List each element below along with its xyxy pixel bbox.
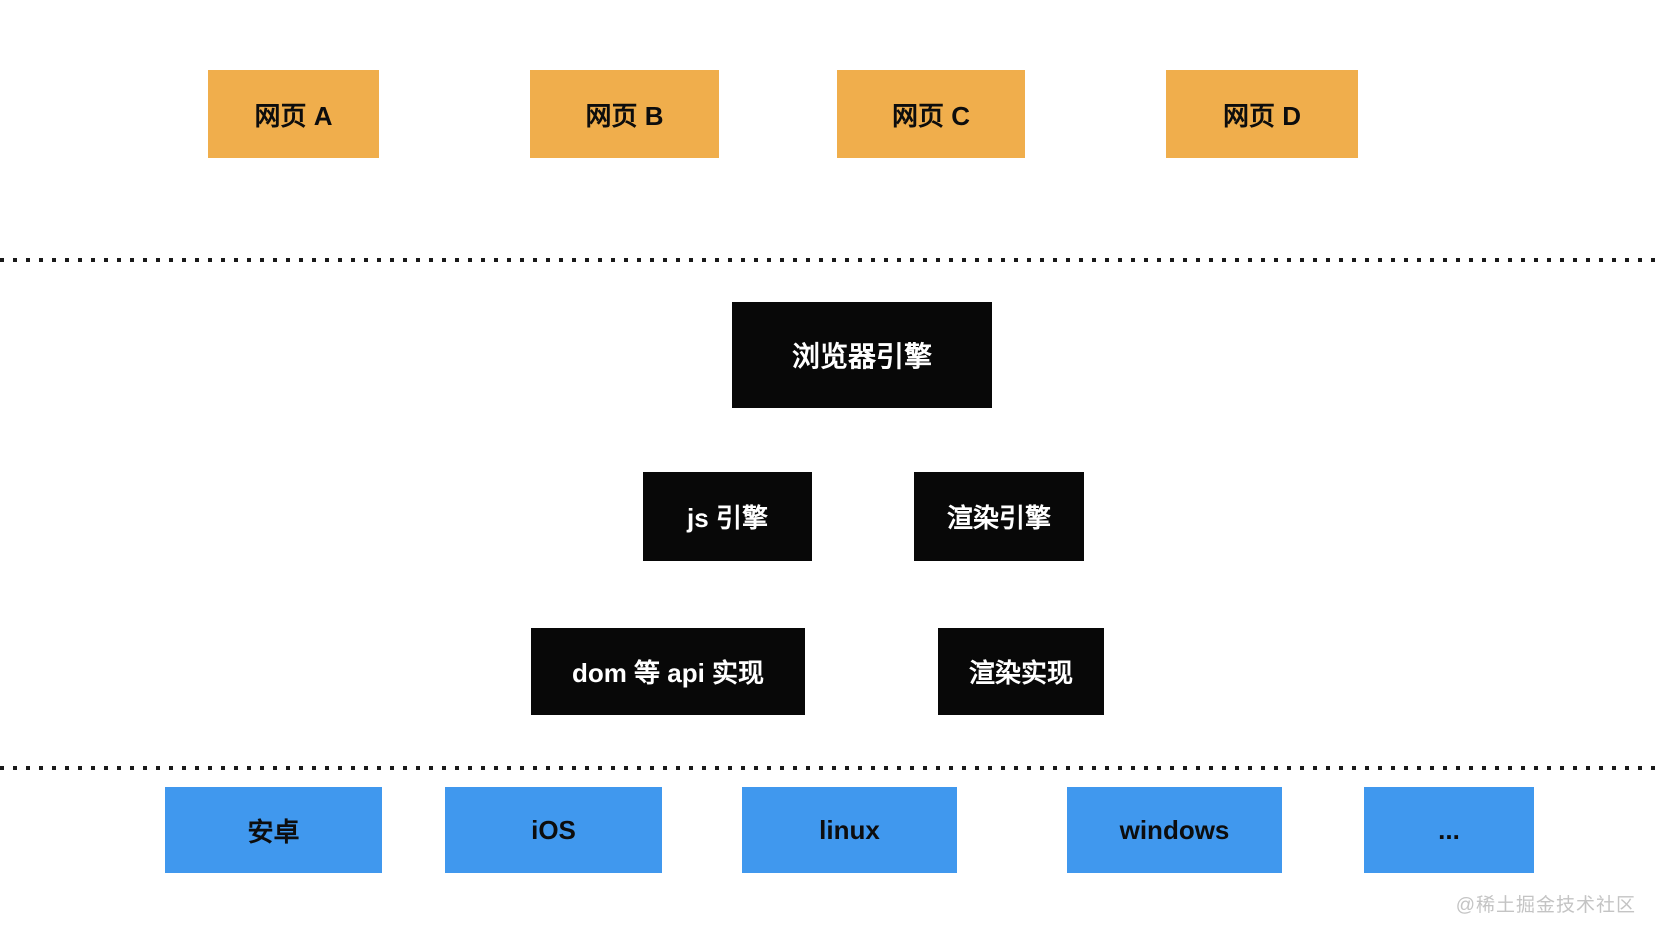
platform-more-node: ... — [1364, 787, 1534, 873]
webpage-c-node: 网页 C — [837, 70, 1025, 158]
dom-api-impl-node: dom 等 api 实现 — [531, 628, 805, 715]
render-engine-node: 渲染引擎 — [914, 472, 1084, 561]
js-engine-node: js 引擎 — [643, 472, 812, 561]
layer-divider-bottom — [0, 766, 1656, 770]
render-impl-node: 渲染实现 — [938, 628, 1104, 715]
webpage-b-node: 网页 B — [530, 70, 719, 158]
webpage-d-node: 网页 D — [1166, 70, 1358, 158]
platform-windows-node: windows — [1067, 787, 1282, 873]
platform-android-node: 安卓 — [165, 787, 382, 873]
layer-divider-top — [0, 258, 1656, 262]
platform-linux-node: linux — [742, 787, 957, 873]
community-watermark: @稀土掘金技术社区 — [1455, 895, 1636, 916]
webpage-a-node: 网页 A — [208, 70, 379, 158]
platform-ios-node: iOS — [445, 787, 662, 873]
browser-engine-node: 浏览器引擎 — [732, 302, 992, 408]
